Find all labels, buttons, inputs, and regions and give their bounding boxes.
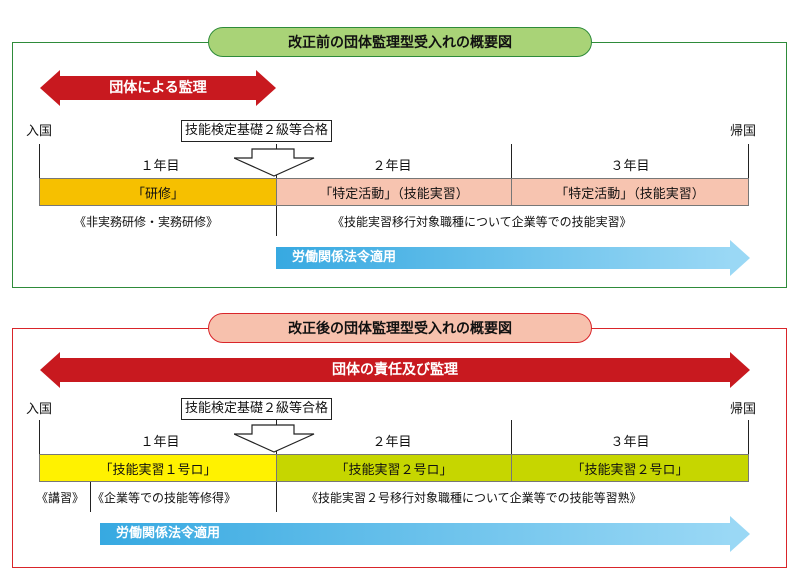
top-supervision-arrow: 団体による監理 — [40, 70, 276, 106]
top-segment-tokutei-2: 「特定活動」（技能実習） — [511, 178, 749, 206]
top-year-3: ３年目 — [610, 159, 650, 174]
arrow-body — [276, 247, 731, 269]
top-entry-label: 入国 — [26, 124, 53, 139]
bottom-year-2: ２年目 — [372, 435, 412, 450]
top-exam-down-arrow — [234, 148, 315, 177]
bottom-year-3: ３年目 — [610, 435, 650, 450]
bottom-supervision-label: 団体の責任及び監理 — [332, 362, 458, 378]
bottom-segment-gino2-2: 「技能実習２号ロ」 — [511, 454, 749, 482]
arrow-body — [59, 358, 731, 382]
top-tick-start — [39, 144, 40, 178]
top-segment-kenshu: 「研修」 — [39, 178, 277, 206]
bottom-exit-label: 帰国 — [730, 402, 757, 417]
bottom-note-a: 《講習》 — [36, 491, 85, 505]
top-note-left: 《非実務研修・実務研修》 — [74, 215, 219, 229]
bottom-note-right: 《技能実習２号移行対象職種について企業等での技能等習熟》 — [306, 491, 642, 505]
bottom-law-arrow: 労働関係法令適用 — [100, 516, 750, 552]
top-law-arrow: 労働関係法令適用 — [276, 240, 750, 276]
top-segment-tokutei-1: 「特定活動」（技能実習） — [276, 178, 512, 206]
bottom-exam-down-arrow — [234, 424, 315, 453]
bottom-exam-label: 技能検定基礎２級等合格 — [181, 398, 333, 420]
top-tick-2 — [511, 144, 512, 178]
bottom-supervision-arrow: 団体の責任及び監理 — [40, 352, 750, 388]
arrow-right-head — [256, 70, 276, 106]
bottom-note-b: 《企業等での技能等修得》 — [92, 491, 237, 505]
bottom-tick-start — [39, 420, 40, 454]
top-tick-end — [748, 144, 749, 178]
bottom-divider-a — [90, 482, 91, 512]
top-divider — [276, 206, 277, 236]
bottom-title: 改正後の団体監理型受入れの概要図 — [208, 313, 592, 343]
bottom-year-1: １年目 — [140, 435, 180, 450]
top-law-label: 労働関係法令適用 — [292, 250, 397, 265]
bottom-law-label: 労働関係法令適用 — [116, 526, 221, 541]
arrow-left-head — [40, 352, 60, 388]
top-title: 改正前の団体監理型受入れの概要図 — [208, 27, 592, 57]
bottom-entry-label: 入国 — [26, 402, 53, 417]
bottom-segment-gino1: 「技能実習１号ロ」 — [39, 454, 277, 482]
top-year-2: ２年目 — [372, 159, 412, 174]
bottom-segment-gino2-1: 「技能実習２号ロ」 — [276, 454, 512, 482]
top-exam-label: 技能検定基礎２級等合格 — [181, 120, 333, 142]
arrow-head — [730, 516, 750, 552]
arrow-body — [59, 76, 257, 100]
top-year-1: １年目 — [140, 159, 180, 174]
top-supervision-label: 団体による監理 — [109, 80, 207, 96]
arrow-right-head — [730, 352, 750, 388]
top-note-right: 《技能実習移行対象職種について企業等での技能実習》 — [332, 215, 632, 229]
bottom-divider-b — [276, 482, 277, 512]
arrow-left-head — [40, 70, 60, 106]
top-exit-label: 帰国 — [730, 124, 757, 139]
arrow-head — [730, 240, 750, 276]
bottom-tick-2 — [511, 420, 512, 454]
arrow-body — [100, 523, 731, 545]
bottom-tick-end — [748, 420, 749, 454]
